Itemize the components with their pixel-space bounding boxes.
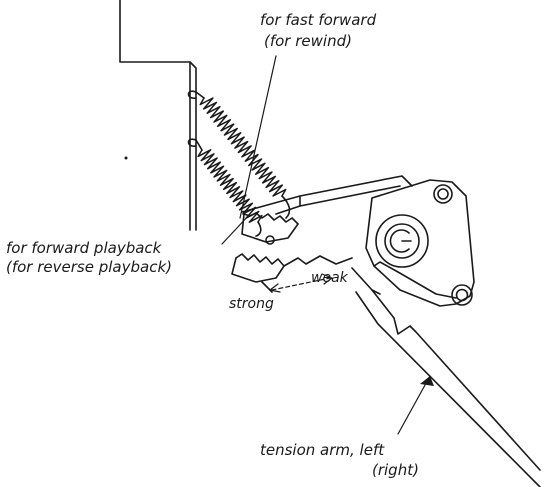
- screw-top: [433, 184, 453, 204]
- leader-lines: [221, 55, 431, 435]
- leader-forward-playback: [221, 213, 251, 245]
- label-forward-playback: for forward playback: [6, 239, 162, 257]
- lower-slider: [231, 253, 353, 293]
- lever-plate: [241, 175, 413, 215]
- pivot-e-clip: [375, 214, 429, 268]
- label-weak: weak: [311, 270, 348, 286]
- label-tension-arm-right: (right): [372, 461, 419, 479]
- spring-fast-forward: [187, 90, 291, 219]
- leader-fast-forward: [239, 55, 277, 219]
- label-strong: strong: [229, 296, 274, 312]
- leader-arrowhead: [420, 376, 434, 386]
- label-fast-forward: for fast forward: [260, 11, 377, 29]
- dot-mark: [124, 156, 128, 160]
- triangular-bracket: [365, 179, 475, 307]
- screw-bottom: [451, 284, 473, 306]
- chassis-bracket: [119, 0, 197, 231]
- spring-lower-coil: [197, 149, 263, 223]
- label-reverse-playback: (for reverse playback): [6, 258, 172, 276]
- spring-anchor-pins: [195, 91, 205, 151]
- spring-forward-playback: [187, 138, 263, 237]
- label-tension-arm: tension arm, left: [260, 441, 385, 459]
- label-rewind: (for rewind): [264, 32, 352, 50]
- spring-upper-coil: [199, 97, 287, 197]
- strength-arrow: [269, 273, 333, 293]
- leader-tension-arm: [397, 375, 431, 435]
- upper-slider: [241, 212, 299, 245]
- tension-arm: [351, 267, 541, 487]
